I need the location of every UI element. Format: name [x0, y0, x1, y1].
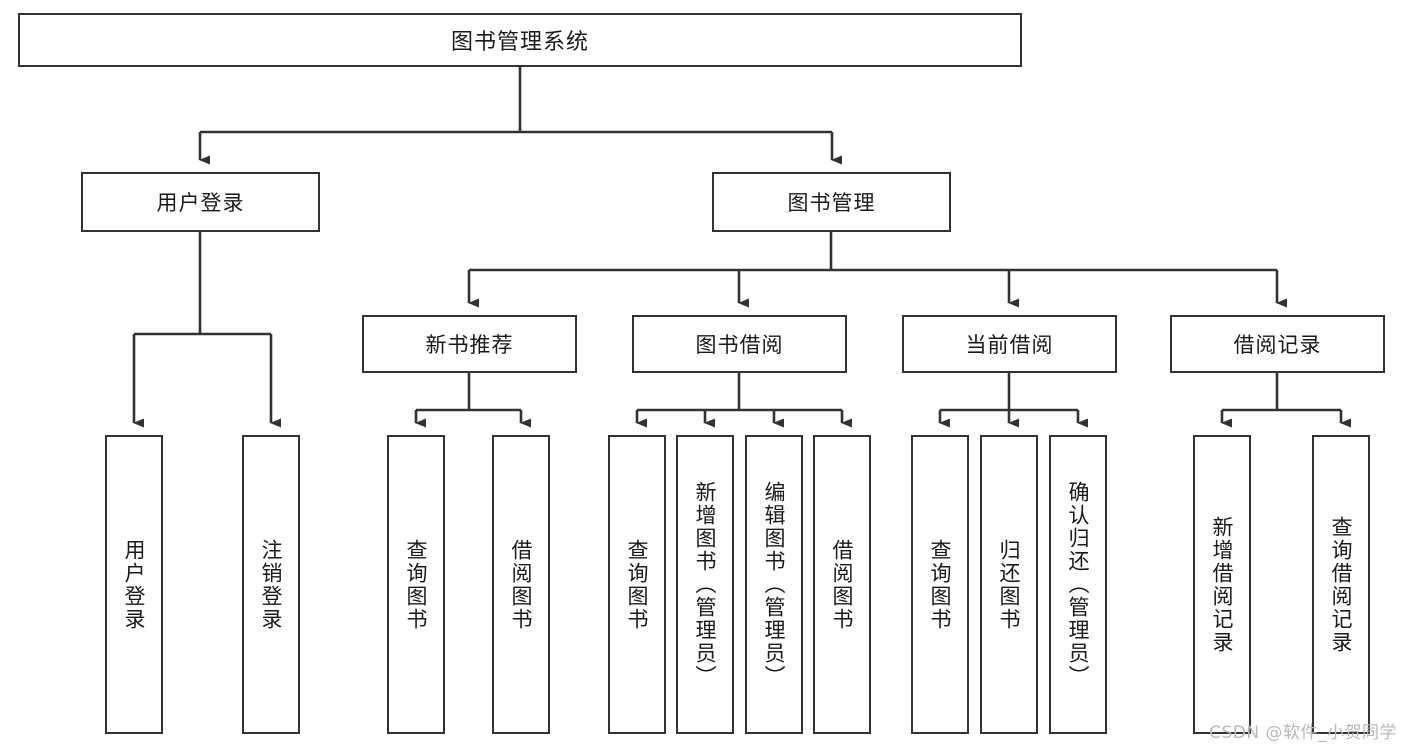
- node-book-borrow-label: 图书借阅: [695, 333, 784, 357]
- leaf-current-borrow-return[interactable]: 归还图书: [980, 435, 1038, 734]
- leaf-book-borrow-add-label: 新增图书（管理员）: [693, 481, 718, 688]
- node-user-login[interactable]: 用户登录: [81, 172, 320, 232]
- leaf-current-borrow-query[interactable]: 查询图书: [911, 435, 969, 734]
- leaf-borrow-record-add[interactable]: 新增借阅记录: [1193, 435, 1251, 734]
- node-user-login-label: 用户登录: [156, 191, 245, 215]
- leaf-new-book-borrow[interactable]: 借阅图书: [492, 435, 550, 734]
- leaf-user-login-signout-label: 注销登录: [259, 538, 284, 631]
- node-new-book-recommend[interactable]: 新书推荐: [362, 315, 577, 373]
- node-borrow-record[interactable]: 借阅记录: [1170, 315, 1385, 373]
- leaf-user-login-signin[interactable]: 用户登录: [105, 435, 163, 734]
- leaf-book-borrow-query[interactable]: 查询图书: [608, 435, 666, 734]
- leaf-current-borrow-confirm-return[interactable]: 确认归还（管理员）: [1049, 435, 1107, 734]
- leaf-borrow-record-query-label: 查询借阅记录: [1329, 515, 1354, 654]
- leaf-user-login-signout[interactable]: 注销登录: [242, 435, 300, 734]
- node-book-management-label: 图书管理: [787, 191, 876, 215]
- node-new-book-recommend-label: 新书推荐: [425, 333, 514, 357]
- leaf-borrow-record-query[interactable]: 查询借阅记录: [1312, 435, 1370, 734]
- leaf-book-borrow-lend[interactable]: 借阅图书: [813, 435, 871, 734]
- node-current-borrow[interactable]: 当前借阅: [902, 315, 1117, 373]
- leaf-book-borrow-add[interactable]: 新增图书（管理员）: [676, 435, 734, 734]
- leaf-borrow-record-add-label: 新增借阅记录: [1210, 515, 1235, 654]
- node-book-management[interactable]: 图书管理: [712, 172, 951, 232]
- node-current-borrow-label: 当前借阅: [965, 333, 1054, 357]
- leaf-current-borrow-query-label: 查询图书: [928, 538, 953, 631]
- node-borrow-record-label: 借阅记录: [1233, 333, 1322, 357]
- leaf-user-login-signin-label: 用户登录: [122, 538, 147, 631]
- leaf-book-borrow-edit[interactable]: 编辑图书（管理员）: [745, 435, 803, 734]
- node-root-system[interactable]: 图书管理系统: [18, 13, 1022, 67]
- node-root-system-label: 图书管理系统: [450, 30, 589, 55]
- leaf-book-borrow-query-label: 查询图书: [625, 538, 650, 631]
- leaf-new-book-query-label: 查询图书: [404, 538, 429, 631]
- csdn-watermark: CSDN @软件_小贺同学: [1209, 723, 1397, 743]
- leaf-new-book-query[interactable]: 查询图书: [387, 435, 445, 734]
- leaf-current-borrow-confirm-return-label: 确认归还（管理员）: [1066, 481, 1091, 688]
- leaf-book-borrow-lend-label: 借阅图书: [830, 538, 855, 631]
- leaf-book-borrow-edit-label: 编辑图书（管理员）: [762, 481, 787, 688]
- leaf-current-borrow-return-label: 归还图书: [997, 538, 1022, 631]
- node-book-borrow[interactable]: 图书借阅: [632, 315, 847, 373]
- leaf-new-book-borrow-label: 借阅图书: [509, 538, 534, 631]
